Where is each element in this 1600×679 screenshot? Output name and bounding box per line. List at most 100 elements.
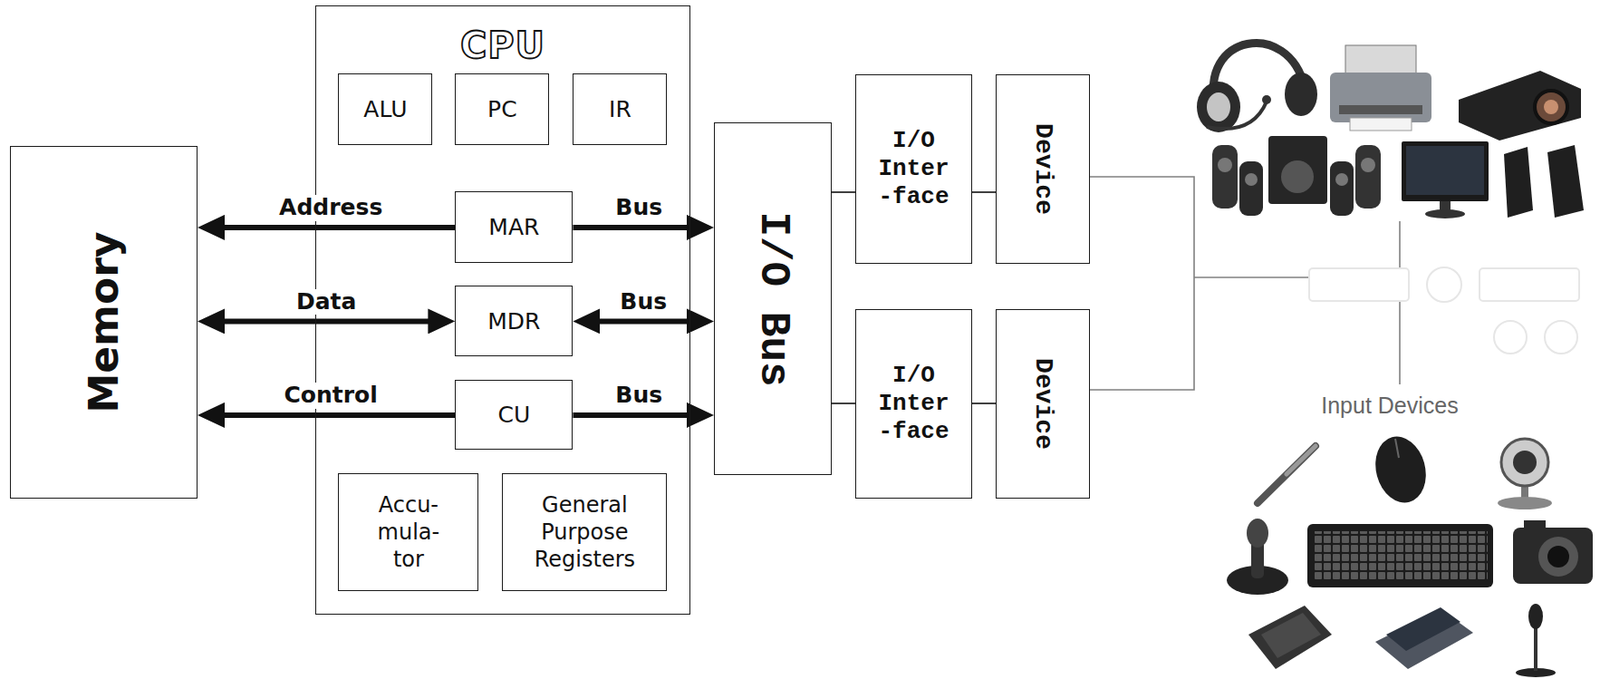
printer-icon bbox=[1339, 105, 1423, 115]
monitor-icon bbox=[1439, 201, 1451, 211]
bus-arrow bbox=[206, 412, 455, 418]
camera-icon bbox=[1523, 520, 1546, 530]
keyboard-icon bbox=[1307, 523, 1494, 588]
bus-label: Data bbox=[293, 289, 359, 316]
webcam-icon bbox=[1497, 496, 1552, 510]
register-box: General Purpose Registers bbox=[501, 472, 667, 591]
speaker-set-icon bbox=[1217, 157, 1233, 173]
bus-arrow bbox=[572, 224, 705, 231]
speaker-set-icon bbox=[1330, 161, 1354, 216]
register-box: MAR bbox=[454, 191, 573, 263]
bus-label: Bus bbox=[616, 289, 670, 316]
mouse-icon bbox=[1368, 430, 1433, 508]
bus-label: Bus bbox=[612, 382, 666, 409]
box-label: I/O Inter -face bbox=[877, 361, 949, 447]
keyboard-icon bbox=[1307, 523, 1494, 588]
headset-icon bbox=[1206, 92, 1231, 122]
printer-icon bbox=[1330, 72, 1432, 123]
peripheral-wire bbox=[1398, 221, 1401, 385]
headset-icon bbox=[1262, 95, 1272, 105]
box-label: PC bbox=[487, 96, 518, 123]
register-box: PC bbox=[454, 73, 550, 145]
box-label: General Purpose Registers bbox=[534, 491, 636, 573]
box-label: MDR bbox=[487, 308, 540, 335]
faded-placeholder bbox=[1309, 267, 1580, 354]
speaker-set-icon bbox=[1335, 173, 1349, 186]
faded-placeholder bbox=[1309, 268, 1409, 301]
monitor-icon bbox=[1401, 141, 1489, 219]
webcam-icon bbox=[1497, 438, 1552, 510]
interface-box: I/O Inter -face bbox=[855, 74, 973, 264]
register-box: IR bbox=[572, 73, 667, 145]
register-box: MDR bbox=[454, 285, 573, 357]
connector-line bbox=[831, 191, 856, 193]
bus-box: I/O Bus bbox=[713, 122, 832, 475]
speaker-set-icon bbox=[1360, 157, 1376, 173]
headset-icon bbox=[1196, 43, 1318, 133]
mouse-icon bbox=[1395, 438, 1399, 458]
bus-arrow bbox=[581, 318, 705, 324]
connector-line bbox=[972, 402, 996, 405]
camera-icon bbox=[1513, 520, 1593, 584]
joystick-icon bbox=[1226, 518, 1289, 595]
faded-placeholder bbox=[1426, 267, 1462, 302]
pen-icon bbox=[1286, 445, 1316, 474]
bus-label: Address bbox=[276, 194, 386, 222]
box-label: Memory bbox=[80, 231, 127, 413]
scanner-icon bbox=[1375, 607, 1474, 669]
scanner-icon bbox=[1386, 607, 1461, 651]
headset-icon bbox=[1196, 81, 1241, 133]
camera-icon bbox=[1547, 545, 1570, 568]
keyboard-icon bbox=[1313, 530, 1488, 580]
box-label: ALU bbox=[363, 96, 407, 123]
memory-box: Memory bbox=[9, 145, 198, 499]
box-label: Accu- mula- tor bbox=[377, 491, 441, 573]
projector-icon bbox=[1458, 70, 1581, 141]
device-box: Device bbox=[995, 74, 1090, 264]
faded-placeholder bbox=[1479, 268, 1580, 301]
bus-arrow bbox=[206, 318, 446, 324]
projector-icon bbox=[1458, 70, 1581, 141]
connector-line bbox=[831, 402, 856, 405]
drawing-tablet-icon bbox=[1248, 605, 1332, 669]
speaker-set-icon bbox=[1281, 160, 1314, 193]
connector-line bbox=[1089, 176, 1195, 390]
microphone-icon bbox=[1528, 603, 1543, 629]
box-label: MAR bbox=[488, 213, 540, 241]
speaker-set-icon bbox=[1239, 161, 1263, 216]
box-label: Device bbox=[1028, 357, 1057, 450]
projector-icon bbox=[1534, 90, 1568, 124]
monitor-icon bbox=[1406, 145, 1485, 195]
peripheral-wire bbox=[1194, 221, 1400, 385]
webcam-icon bbox=[1513, 450, 1537, 474]
bus-arrow bbox=[206, 224, 455, 231]
box-label: CPU bbox=[460, 24, 546, 67]
connector-line bbox=[972, 191, 996, 193]
camera-icon bbox=[1513, 527, 1593, 584]
speaker-set-icon bbox=[1244, 173, 1258, 186]
pen-icon bbox=[1257, 445, 1316, 503]
speaker-pair-icon bbox=[1503, 146, 1533, 218]
headset-icon bbox=[1284, 72, 1318, 116]
monitor-icon bbox=[1425, 209, 1466, 219]
speaker-set-icon bbox=[1212, 144, 1238, 209]
device-box: Device bbox=[995, 308, 1090, 499]
printer-icon bbox=[1345, 45, 1417, 77]
printer-icon bbox=[1330, 45, 1432, 131]
speaker-set-icon bbox=[1212, 135, 1381, 216]
microphone-icon bbox=[1515, 603, 1556, 677]
box-label: CU bbox=[498, 401, 531, 428]
bus-label: Control bbox=[281, 382, 381, 409]
faded-placeholder bbox=[1544, 320, 1578, 354]
box-label: Device bbox=[1028, 123, 1057, 215]
bus-arrow bbox=[572, 412, 705, 418]
pen-icon bbox=[1257, 445, 1316, 503]
bus-label: Bus bbox=[612, 194, 666, 222]
mouse-icon bbox=[1368, 430, 1433, 508]
drawing-tablet-icon bbox=[1261, 612, 1321, 658]
webcam-icon bbox=[1501, 438, 1549, 486]
monitor-icon bbox=[1401, 141, 1489, 202]
speaker-pair-icon bbox=[1503, 144, 1584, 218]
